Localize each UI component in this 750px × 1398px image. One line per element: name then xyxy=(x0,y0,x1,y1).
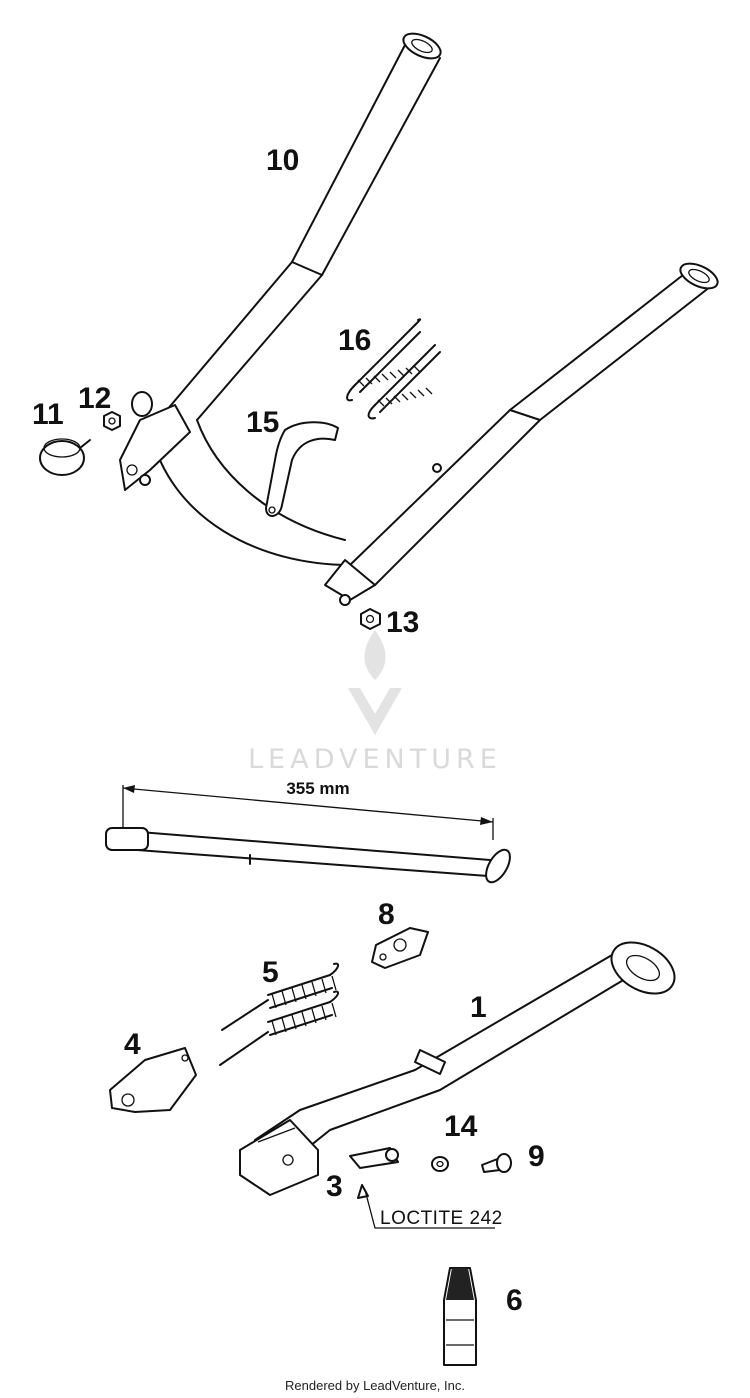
center-stand-10 xyxy=(119,32,719,606)
loctite-note: LOCTITE 242 xyxy=(380,1208,503,1229)
callout-15: 15 xyxy=(246,406,279,439)
bracket-15 xyxy=(265,421,339,517)
callout-12: 12 xyxy=(78,382,111,415)
nut-12 xyxy=(103,411,121,431)
bracket-4 xyxy=(109,1047,197,1113)
washer-14 xyxy=(431,1156,449,1172)
loctite-bottle-6 xyxy=(443,1267,477,1366)
callout-1: 1 xyxy=(470,991,487,1024)
bolt-3 xyxy=(349,1147,399,1199)
rubber-stopper-11 xyxy=(39,438,91,476)
callout-6: 6 xyxy=(506,1284,523,1317)
springs-16 xyxy=(346,318,441,420)
side-stand-1 xyxy=(239,941,676,1196)
callout-16: 16 xyxy=(338,324,371,357)
screw-9 xyxy=(481,1153,512,1173)
dimension-label: 355 mm xyxy=(286,779,349,798)
nut-13 xyxy=(360,608,381,630)
callout-3: 3 xyxy=(326,1170,343,1203)
callout-13: 13 xyxy=(386,606,419,639)
callout-4: 4 xyxy=(124,1028,141,1061)
dimension-drawing: 355 mm xyxy=(105,779,511,884)
plate-8 xyxy=(371,927,429,969)
callout-8: 8 xyxy=(378,898,395,931)
loctite-leader-line xyxy=(364,1189,495,1229)
render-credit: Rendered by LeadVenture, Inc. xyxy=(285,1378,465,1393)
springs-5 xyxy=(219,962,340,1066)
callout-9: 9 xyxy=(528,1140,545,1173)
callout-5: 5 xyxy=(262,956,279,989)
callout-11: 11 xyxy=(32,398,64,431)
callout-14: 14 xyxy=(444,1110,478,1143)
callout-10: 10 xyxy=(266,144,299,177)
watermark-text: LEADVENTURE xyxy=(248,744,502,775)
leadventure-logo: LEADVENTURE xyxy=(248,630,502,775)
